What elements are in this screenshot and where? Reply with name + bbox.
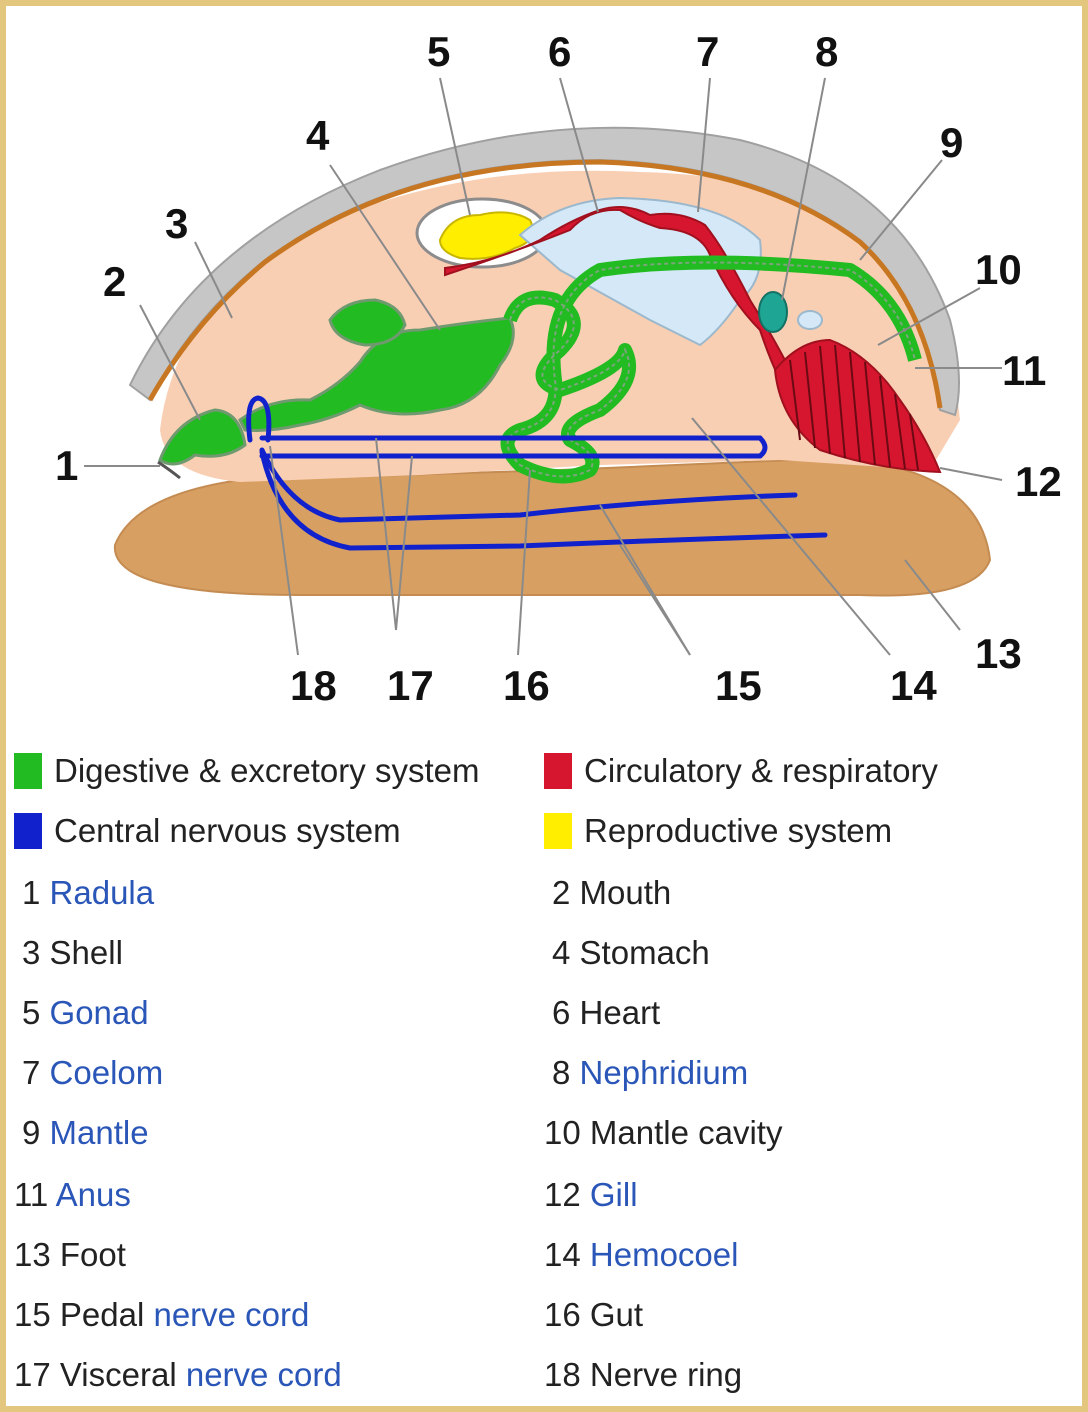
part-link-nephridium[interactable]: Nephridium (580, 1054, 749, 1091)
part-14: 14 Hemocoel (544, 1236, 738, 1274)
legend-label: Central nervous system (54, 812, 401, 850)
part-link-nerve-cord[interactable]: nerve cord (153, 1296, 309, 1333)
part-link-mantle[interactable]: Mantle (50, 1114, 149, 1151)
label-12: 12 (1015, 458, 1062, 505)
label-10: 10 (975, 246, 1022, 293)
part-2: 2 Mouth (552, 874, 671, 912)
legend-nervous: Central nervous system (14, 812, 401, 850)
legend-label: Reproductive system (584, 812, 892, 850)
part-7: 7 Coelom (22, 1054, 163, 1092)
part-link-gill[interactable]: Gill (590, 1176, 638, 1213)
part-18: 18 Nerve ring (544, 1356, 742, 1394)
label-18: 18 (290, 662, 337, 709)
part-15: 15 Pedal nerve cord (14, 1296, 309, 1334)
label-17: 17 (387, 662, 434, 709)
label-4: 4 (306, 112, 330, 159)
part-1: 1 Radula (22, 874, 154, 912)
part-link-hemocoel[interactable]: Hemocoel (590, 1236, 739, 1273)
part-13: 13 Foot (14, 1236, 126, 1274)
part-17: 17 Visceral nerve cord (14, 1356, 342, 1394)
part-8: 8 Nephridium (552, 1054, 748, 1092)
part-5: 5 Gonad (22, 994, 149, 1032)
label-16: 16 (503, 662, 550, 709)
label-8: 8 (815, 28, 838, 75)
legend-label: Circulatory & respiratory (584, 752, 938, 790)
part-link-anus[interactable]: Anus (56, 1176, 131, 1213)
part-12: 12 Gill (544, 1176, 638, 1214)
label-6: 6 (548, 28, 571, 75)
part-9: 9 Mantle (22, 1114, 149, 1152)
part-4: 4 Stomach (552, 934, 710, 972)
part-6: 6 Heart (552, 994, 660, 1032)
legend-reproductive: Reproductive system (544, 812, 892, 850)
nephridium-pore (798, 311, 822, 329)
label-5: 5 (427, 28, 450, 75)
label-1: 1 (55, 442, 78, 489)
label-11: 11 (1002, 347, 1046, 394)
legend-swatch (544, 753, 572, 789)
part-link-nerve-cord[interactable]: nerve cord (186, 1356, 342, 1393)
label-3: 3 (165, 200, 188, 247)
label-13: 13 (975, 630, 1022, 677)
part-16: 16 Gut (544, 1296, 643, 1334)
label-9: 9 (940, 119, 963, 166)
part-10: 10 Mantle cavity (544, 1114, 782, 1152)
part-link-coelom[interactable]: Coelom (50, 1054, 164, 1091)
label-15: 15 (715, 662, 762, 709)
legend-label: Digestive & excretory system (54, 752, 479, 790)
part-link-radula[interactable]: Radula (50, 874, 155, 911)
part-11: 11 Anus (14, 1176, 131, 1214)
part-3: 3 Shell (22, 934, 123, 972)
label-2: 2 (103, 258, 126, 305)
label-7: 7 (696, 28, 719, 75)
legend-swatch (14, 813, 42, 849)
part-link-gonad[interactable]: Gonad (50, 994, 149, 1031)
legend-swatch (14, 753, 42, 789)
legend-circulatory: Circulatory & respiratory (544, 752, 938, 790)
legend-swatch (544, 813, 572, 849)
label-14: 14 (890, 662, 937, 709)
legend-digestive: Digestive & excretory system (14, 752, 479, 790)
